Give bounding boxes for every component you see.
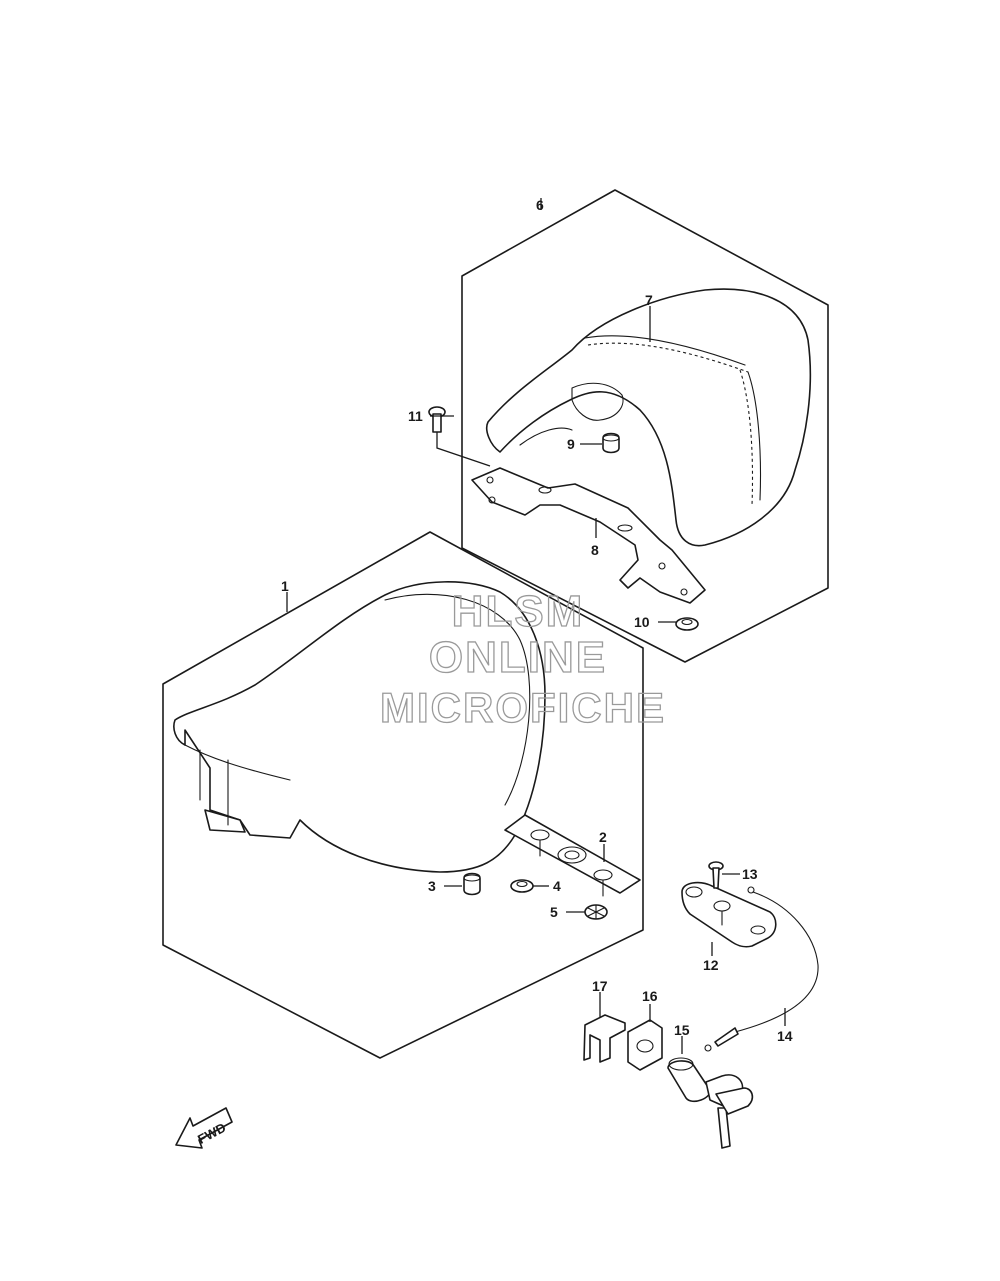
pillion-seat-bracket bbox=[471, 467, 706, 604]
callout-lines bbox=[286, 198, 786, 1054]
callout-2: 2 bbox=[599, 829, 607, 845]
callout-9: 9 bbox=[567, 436, 575, 452]
callout-10: 10 bbox=[634, 614, 650, 630]
callout-6: 6 bbox=[536, 197, 544, 213]
rider-seat-plate bbox=[504, 814, 641, 897]
watermark: HLSM ONLINE MICROFICHE bbox=[379, 586, 666, 731]
callout-13: 13 bbox=[742, 866, 758, 882]
lock-bracket-12 bbox=[681, 881, 777, 948]
watermark-line-1: HLSM bbox=[452, 587, 585, 636]
callout-17: 17 bbox=[592, 978, 608, 994]
rider-seat-drawing bbox=[173, 581, 546, 873]
bolt-11 bbox=[428, 406, 491, 467]
pillion-seat-drawing bbox=[485, 288, 812, 547]
fwd-arrow: FWD bbox=[175, 1107, 233, 1149]
callout-numbers: 1 2 3 4 5 6 7 8 9 10 11 12 13 14 15 16 1… bbox=[281, 197, 793, 1044]
pillion-seat-group-outline bbox=[461, 189, 829, 663]
callout-7: 7 bbox=[645, 292, 653, 308]
watermark-line-3: MICROFICHE bbox=[380, 684, 666, 731]
callout-14: 14 bbox=[777, 1028, 793, 1044]
callout-5: 5 bbox=[550, 904, 558, 920]
cushion-3 bbox=[463, 872, 481, 896]
callout-3: 3 bbox=[428, 878, 436, 894]
callout-12: 12 bbox=[703, 957, 719, 973]
callout-8: 8 bbox=[591, 542, 599, 558]
nut-5 bbox=[584, 904, 608, 920]
cushion-9 bbox=[602, 432, 620, 454]
callout-15: 15 bbox=[674, 1022, 690, 1038]
callout-16: 16 bbox=[642, 988, 658, 1004]
lock-holder-16 bbox=[627, 1019, 663, 1071]
clip-17 bbox=[583, 1014, 626, 1063]
rider-seat-group-outline bbox=[162, 531, 644, 1059]
cushion-4 bbox=[510, 879, 534, 893]
seat-lock-cable-14 bbox=[704, 886, 819, 1052]
callout-11: 11 bbox=[408, 408, 423, 424]
watermark-line-2: ONLINE bbox=[429, 633, 607, 682]
cushion-10 bbox=[675, 617, 699, 631]
callout-4: 4 bbox=[553, 878, 561, 894]
seat-lock-15 bbox=[667, 1057, 754, 1149]
callout-1: 1 bbox=[281, 578, 289, 594]
screw-13 bbox=[708, 861, 724, 889]
